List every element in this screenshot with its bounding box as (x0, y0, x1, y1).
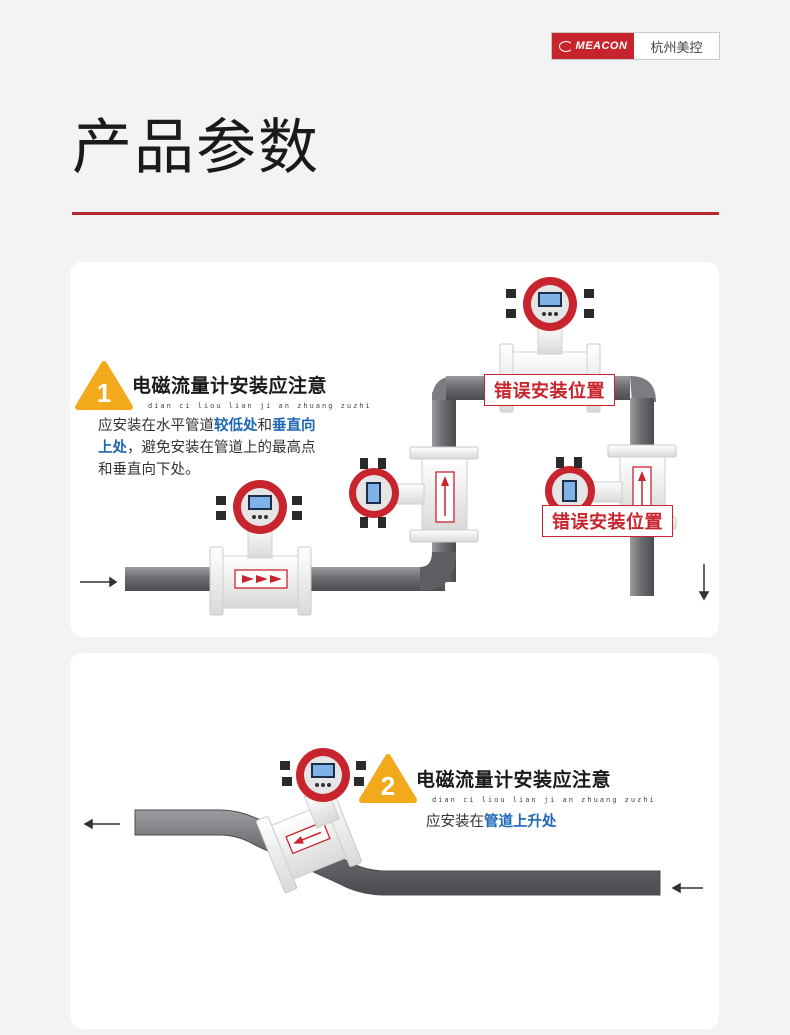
installation-diagram-2: 2 (83, 748, 703, 896)
page-title: 产品参数 (72, 113, 320, 183)
flowmeter-rising-head (280, 748, 366, 829)
installation-note-card-2: 2 电磁流量计安装应注意 dian ci liou lian ji an zhu… (70, 653, 719, 1029)
flow-arrow-down-icon (698, 564, 710, 601)
pipe-inclined (134, 809, 661, 896)
note-pinyin-2: dian ci liou lian ji an zhuang zuzhi (432, 796, 656, 804)
brand-logo-text: MEACON (575, 40, 628, 52)
badge-number-2: 2 (381, 771, 395, 801)
flow-arrow-left-icon (83, 818, 120, 830)
installation-note-card-1: 1 电磁流量计安装应注意 dian ci liou lian ji an zhu… (70, 262, 719, 637)
highlight-rising-section: 管道上升处 (484, 814, 557, 830)
note-body-2: 应安装在管道上升处 (426, 811, 557, 833)
wrong-position-label-top: 错误安装位置 (484, 374, 615, 406)
warning-badge-2-icon: 2 (359, 754, 417, 803)
flow-arrow-in-icon (80, 576, 118, 588)
brand-logo: MEACON (552, 33, 634, 59)
body-text: ，避免安装在管道上的最高点 (127, 440, 316, 456)
brand-badge: MEACON 杭州美控 (551, 32, 720, 60)
warning-badge-1-icon: 1 (75, 361, 133, 410)
body-text: 和垂直向下处。 (98, 462, 200, 478)
highlight-lowest-point: 较低处 (214, 418, 258, 434)
note-body-1: 应安装在水平管道较低处和垂直向上处，避免安装在管道上的最高点和垂直向下处。 (98, 415, 373, 481)
note-title-1: 电磁流量计安装应注意 (132, 375, 328, 397)
body-text: 和 (257, 418, 273, 434)
body-text: 应安装在水平管道 (98, 418, 214, 434)
wrong-position-label-right: 错误安装位置 (542, 505, 673, 537)
badge-number-1: 1 (97, 378, 111, 408)
logo-ring-icon (558, 40, 573, 52)
body-text: 应安装在 (426, 814, 484, 830)
note-pinyin-1: dian ci liou lian ji an zhuang zuzhi (148, 402, 372, 410)
flowmeter-vertical-up (349, 446, 479, 543)
brand-name: 杭州美控 (650, 40, 703, 56)
highlight-vertical-up-cont: 上处 (98, 440, 127, 456)
highlight-vertical-up: 垂直向 (272, 418, 316, 434)
note-title-2: 电磁流量计安装应注意 (416, 769, 612, 791)
title-divider (72, 212, 719, 215)
flow-arrow-in-icon (671, 882, 703, 894)
flowmeter-horizontal (209, 480, 312, 616)
